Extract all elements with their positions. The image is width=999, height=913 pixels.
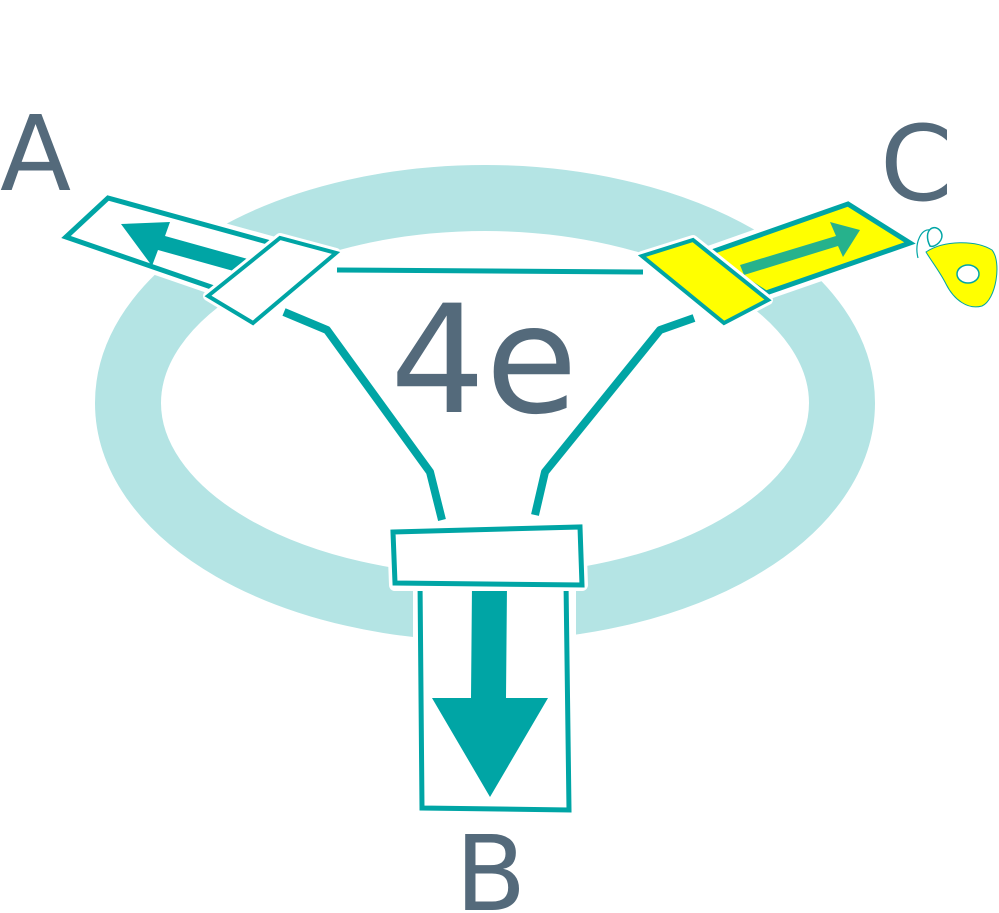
pipe-b — [387, 521, 588, 817]
connector-top — [336, 267, 644, 275]
connector-right — [531, 314, 696, 516]
arrow-down-icon — [432, 585, 548, 797]
arrow-right-up-icon — [740, 222, 860, 275]
label-b: B — [455, 813, 526, 913]
connector-left — [282, 308, 446, 521]
label-center: 4e — [390, 274, 578, 448]
pipe-b-collar — [390, 524, 585, 588]
label-a: A — [0, 93, 71, 215]
pipe-c — [637, 197, 917, 328]
label-c: C — [880, 103, 953, 225]
pipe-a — [59, 191, 341, 328]
electron-tag-icon — [916, 226, 998, 308]
arrow-left-up-icon — [121, 222, 262, 277]
